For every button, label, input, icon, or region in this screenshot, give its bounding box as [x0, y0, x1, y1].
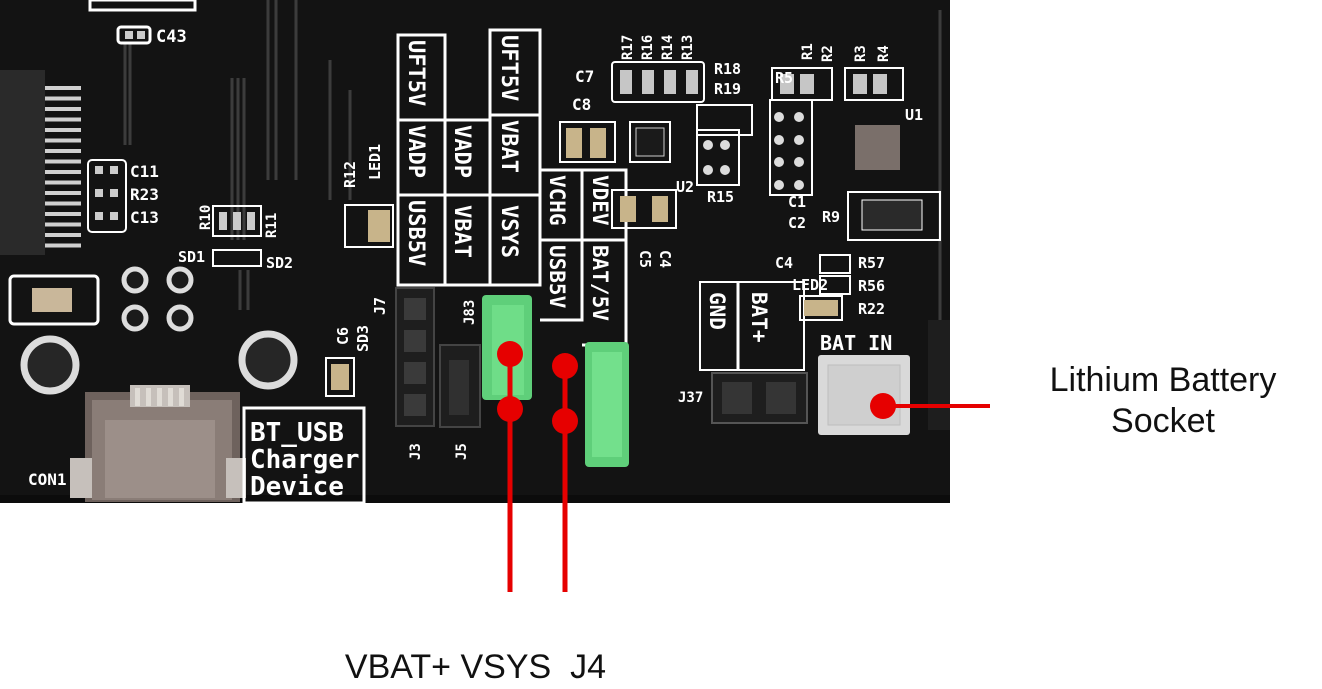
callout-markers — [497, 341, 990, 592]
silk-col5-vdev: VDEV — [588, 175, 612, 226]
silk-ref-r13: R13 — [680, 35, 696, 60]
silk-device-line2: Charger — [250, 445, 360, 475]
silk-ref-c13: C13 — [130, 208, 159, 227]
silk-ref-r11: R11 — [264, 213, 280, 238]
silk-ref-r1: R1 — [800, 43, 816, 60]
silk-ref-r16: R16 — [640, 35, 656, 60]
silk-ref-c7: C7 — [575, 67, 594, 86]
silk-ref-r17: R17 — [620, 35, 636, 60]
silk-ref-c1: C1 — [788, 193, 806, 211]
silk-ref-r4: R4 — [876, 45, 892, 62]
green-jumper-j4 — [585, 342, 629, 467]
silk-col5-bat5v: BAT/5V — [588, 245, 612, 321]
lithium-socket-line1: Lithium Battery — [1049, 361, 1277, 399]
silk-col2-vbat: VBAT — [449, 205, 474, 258]
lithium-socket-label: Lithium Battery Socket — [1018, 360, 1308, 443]
silk-col1-uft5v: UFT5V — [403, 40, 428, 106]
silk-ref-c4b: C4 — [775, 254, 793, 272]
silk-ref-u2: U2 — [676, 178, 694, 196]
silk-col4-vchg: VCHG — [545, 175, 569, 226]
silk-bat-in: BAT IN — [820, 331, 892, 355]
silk-ref-c2: C2 — [788, 214, 806, 232]
silk-col3-uft5v: UFT5V — [496, 35, 521, 101]
silk-ref-r19: R19 — [714, 80, 741, 98]
silk-ref-r14: R14 — [660, 35, 676, 60]
silk-col3-vbat: VBAT — [496, 120, 521, 173]
lithium-battery-socket — [818, 355, 910, 435]
silk-ref-r57: R57 — [858, 254, 885, 272]
silk-ref-c43: C43 — [156, 27, 187, 47]
silk-ref-con1: CON1 — [28, 470, 67, 489]
silk-ref-j5: J5 — [454, 443, 470, 460]
silk-ref-u1: U1 — [905, 106, 923, 124]
silk-device-line1: BT_USB — [250, 418, 344, 448]
silk-col4-usb5v: USB5V — [545, 245, 569, 309]
jumpers-label-text: VBAT+ VSYS J4 — [344, 648, 606, 687]
silk-ref-r3: R3 — [853, 45, 869, 62]
silk-gnd: GND — [705, 292, 729, 330]
silk-bat-plus: BAT+ — [747, 292, 771, 343]
pin-header-j5 — [439, 344, 481, 428]
silk-ref-sd1: SD1 — [178, 248, 205, 266]
jumpers-label: VBAT+ VSYS J4 — [326, 606, 606, 689]
ic-chip — [0, 70, 81, 255]
pin-header-j3 — [395, 287, 435, 427]
silk-ref-j3: J3 — [408, 443, 424, 460]
silk-ref-r18: R18 — [714, 60, 741, 78]
silk-ref-r15: R15 — [707, 188, 734, 206]
silk-ref-led2: LED2 — [792, 276, 828, 294]
silk-col2-vadp: VADP — [449, 125, 474, 178]
silk-ref-c6: C6 — [334, 327, 352, 345]
silk-ref-j37: J37 — [678, 390, 703, 406]
silk-ref-r10: R10 — [198, 205, 214, 230]
silk-ref-r2: R2 — [820, 45, 836, 62]
silk-ref-c11: C11 — [130, 162, 159, 181]
silk-ref-j83: J83 — [462, 300, 478, 325]
silk-ref-led1: LED1 — [366, 144, 384, 180]
silk-col1-vadp: VADP — [403, 125, 428, 178]
silk-ref-r12: R12 — [341, 161, 359, 188]
silk-ref-c4a: C4 — [656, 250, 674, 268]
silk-ref-r22: R22 — [858, 300, 885, 318]
silk-ref-c5: C5 — [636, 250, 654, 268]
lithium-socket-line2: Socket — [1111, 402, 1215, 441]
silk-ref-sd2: SD2 — [266, 254, 293, 272]
silk-col1-usb5v: USB5V — [403, 200, 428, 266]
silk-col3-vsys: VSYS — [496, 205, 521, 258]
silk-ref-c8: C8 — [572, 95, 591, 114]
pin-header-j37 — [711, 372, 808, 424]
pcb-photo: C43 C11 R23 C13 R10 R11 SD1 SD2 R12 LED1 — [0, 0, 990, 592]
silk-ref-sd3: SD3 — [354, 325, 372, 352]
silk-device-line3: Device — [250, 472, 344, 502]
micro-usb-connector — [70, 385, 246, 502]
silk-ref-r23: R23 — [130, 185, 159, 204]
silk-ref-r5: R5 — [775, 69, 793, 87]
silk-ref-j7: J7 — [371, 297, 389, 315]
silk-ref-r9: R9 — [822, 208, 840, 226]
silk-ref-r56: R56 — [858, 277, 885, 295]
